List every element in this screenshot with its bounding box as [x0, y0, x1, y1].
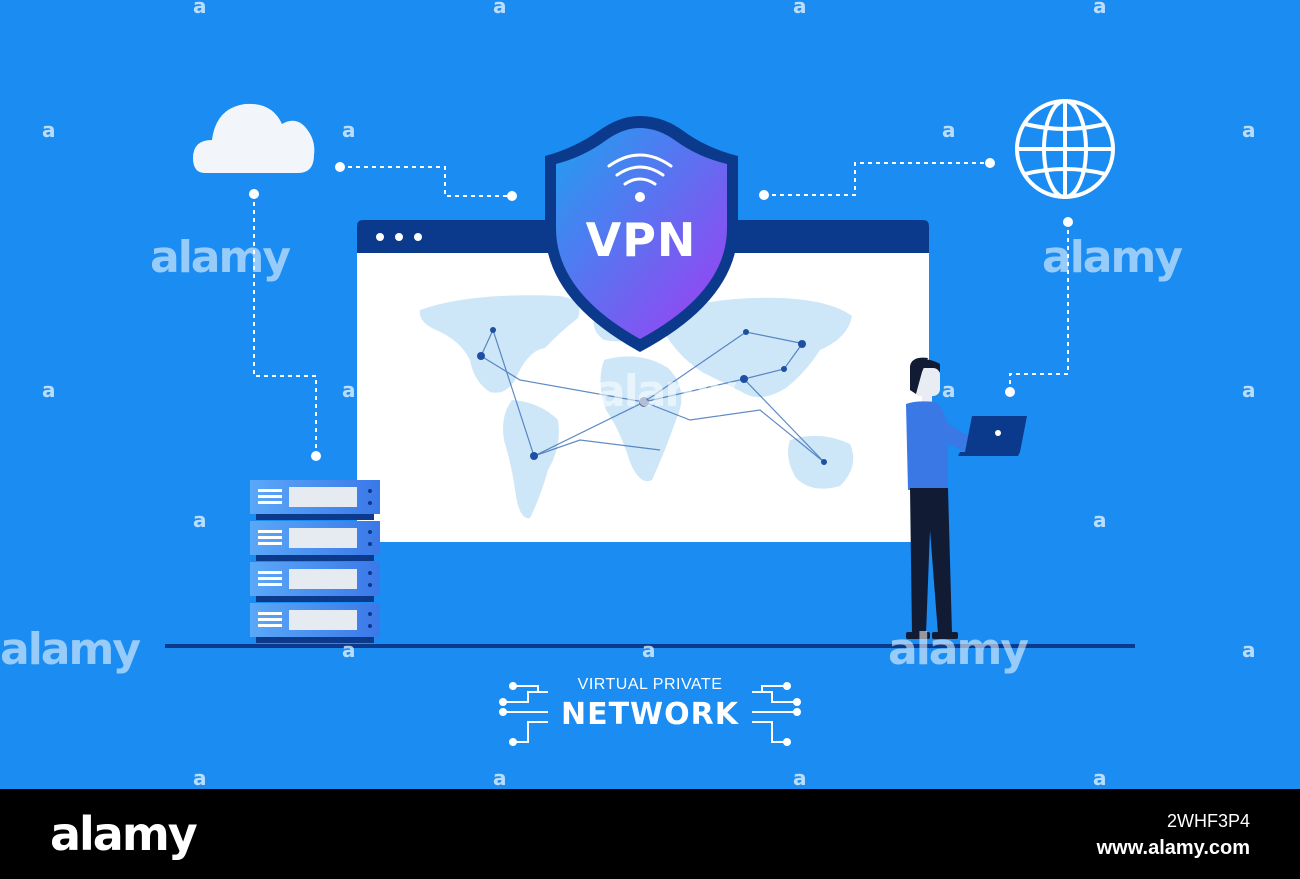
shield-label: VPN [586, 213, 697, 267]
shield-icon: VPN [545, 116, 738, 352]
watermark-letter: a [342, 118, 356, 142]
watermark-letter: a [942, 378, 956, 402]
footer-site-link[interactable]: www.alamy.com [1096, 837, 1250, 859]
circuit-icon [752, 682, 801, 746]
cloud-icon [193, 103, 315, 173]
watermark-letter: a [1093, 508, 1107, 532]
watermark-letter: a [1093, 766, 1107, 790]
watermark-letter: a [1242, 638, 1256, 662]
watermark-letter: a [493, 0, 507, 18]
watermark-letter: a [1093, 0, 1107, 18]
watermark-letter: a [493, 766, 507, 790]
watermark: alamy [1042, 232, 1183, 283]
caption-line1: VIRTUAL PRIVATE [577, 676, 723, 693]
laptop-icon [958, 416, 1027, 456]
footer-bar: alamy 2WHF3P4 www.alamy.com [0, 789, 1300, 879]
watermark: alamy [888, 624, 1029, 675]
watermark-letter: a [42, 378, 56, 402]
watermark: alamy [596, 366, 737, 417]
wifi-icon [607, 153, 673, 186]
watermark-letter: a [942, 118, 956, 142]
watermark: alamy [0, 624, 141, 675]
footer-logo: alamy [50, 807, 198, 861]
server-unit [250, 480, 380, 514]
watermark-letter: a [1242, 378, 1256, 402]
watermark: alamy [150, 232, 291, 283]
watermark-letter: a [193, 0, 207, 18]
illustration-svg: VPN [165, 99, 1135, 746]
watermark-letter: a [793, 766, 807, 790]
watermark-letter: a [342, 378, 356, 402]
watermark-letter: a [793, 0, 807, 18]
watermark-letter: a [193, 508, 207, 532]
person-figure [906, 357, 1027, 639]
globe-icon [1015, 99, 1115, 199]
connector-lines [253, 162, 1069, 456]
watermark-letter: a [1242, 118, 1256, 142]
watermark-letter: a [193, 766, 207, 790]
server-rack-icon [250, 480, 380, 643]
network-nodes [477, 327, 827, 465]
caption-line2: NETWORK [560, 697, 739, 732]
server-unit [250, 521, 380, 555]
world-map-icon [419, 295, 854, 519]
server-unit [250, 562, 380, 596]
server-unit [250, 603, 380, 637]
vpn-illustration: VPN [165, 99, 1135, 746]
connector-nodes [249, 158, 1073, 461]
watermark-letter: a [42, 118, 56, 142]
watermark-letter: a [642, 638, 656, 662]
circuit-icon [499, 682, 548, 746]
watermark-letter: a [342, 638, 356, 662]
image-id: 2WHF3P4 [1166, 811, 1250, 831]
